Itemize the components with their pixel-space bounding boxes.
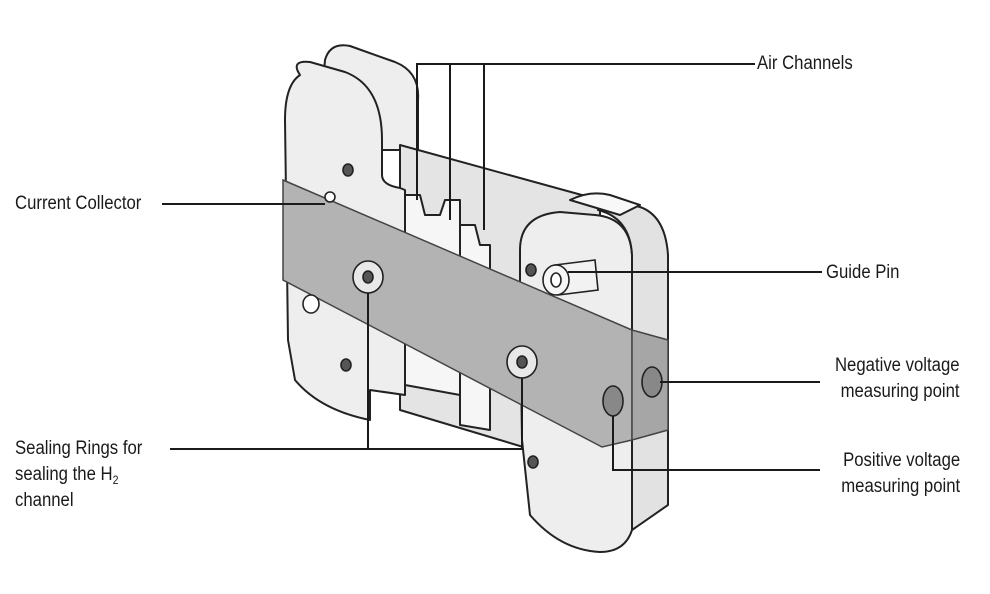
guide-pin-hole [550,272,562,288]
sealing-ring-core [516,355,528,369]
negative-voltage-point [641,366,663,398]
label-positive-line2: measuring point [841,476,960,497]
current-collector-band [282,178,633,448]
label-air-channels: Air Channels [757,53,853,74]
label-sealing-line2-text: sealing the H [15,464,113,485]
label-sealing-rings: Sealing Rings for sealing the H2 channel [15,436,142,514]
hole [340,358,352,372]
current-collector-hole [324,191,336,203]
hole [302,294,320,314]
label-negative-line2: measuring point [841,381,960,402]
label-sealing-line3: channel [15,490,74,511]
sealing-ring-core [362,270,374,284]
label-positive-voltage: Positive voltage measuring point [841,448,960,500]
hole [525,263,537,277]
positive-voltage-point [602,385,624,417]
label-sealing-line2: sealing the H2 [15,462,142,488]
right-plate-top [569,192,641,216]
hole [527,455,539,469]
leader-air-channels [416,63,755,200]
label-negative-line1: Negative voltage [835,355,960,376]
label-guide-pin: Guide Pin [826,262,900,283]
label-negative-voltage: Negative voltage measuring point [835,353,960,405]
leader-positive [612,416,820,471]
leader-sealing-rings [170,378,523,450]
label-sealing-line1: Sealing Rings for [15,438,143,459]
label-sealing-subscript: 2 [112,473,119,487]
hole [342,163,354,177]
label-positive-line1: Positive voltage [842,450,960,471]
label-current-collector: Current Collector [15,193,142,214]
